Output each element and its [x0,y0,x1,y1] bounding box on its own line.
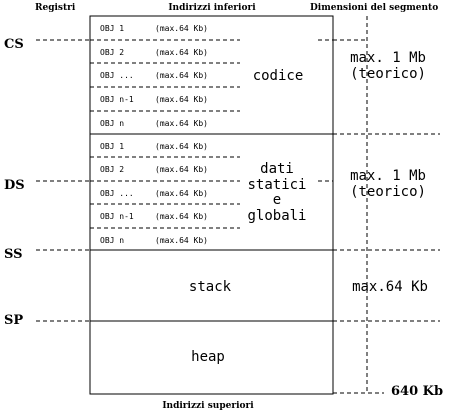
register-ss: SS [4,247,23,262]
code-object-size: (max.64 Kb) [155,119,208,128]
data-label-line2: statici [247,177,306,193]
register-cs: CS [4,37,24,52]
data-segment-size: max. 1 Mb (teorico) [350,168,426,200]
header-segment-size: Dimensioni del segmento [310,3,438,13]
code-object-name: OBJ 2 [100,48,124,57]
header-lower-addresses: Indirizzi inferiori [168,3,256,13]
code-object-size: (max.64 Kb) [155,71,208,80]
code-objects: OBJ 1 (max.64 Kb) OBJ 2 (max.64 Kb) OBJ … [100,24,208,128]
data-label-line1: dati [260,161,294,177]
data-segment-label: dati statici e globali [247,161,306,224]
data-object-size: (max.64 Kb) [155,165,208,174]
data-object-name: OBJ n-1 [100,212,134,221]
memory-box [89,15,334,395]
code-size-line1: max. 1 Mb [350,50,426,66]
data-size-line2: (teorico) [350,184,426,200]
segment-size-guides [318,16,440,393]
data-object-name: OBJ 1 [100,142,124,151]
data-size-line1: max. 1 Mb [350,168,426,184]
data-objects: OBJ 1 (max.64 Kb) OBJ 2 (max.64 Kb) OBJ … [100,142,208,245]
code-object-size: (max.64 Kb) [155,24,208,33]
header-registers: Registri [35,3,76,13]
code-object-name: OBJ ... [100,71,134,80]
register-ds: DS [4,178,25,193]
stack-segment-label: stack [189,279,232,295]
data-object-name: OBJ n [100,236,124,245]
data-object-name: OBJ 2 [100,165,124,174]
data-object-size: (max.64 Kb) [155,189,208,198]
data-object-name: OBJ ... [100,189,134,198]
code-object-separators [90,39,240,112]
code-object-size: (max.64 Kb) [155,48,208,57]
code-segment-size: max. 1 Mb (teorico) [350,50,426,82]
data-object-separators [90,156,240,229]
code-object-name: OBJ n-1 [100,95,134,104]
heap-segment-label: heap [191,349,225,365]
data-object-size: (max.64 Kb) [155,212,208,221]
stack-segment-size: max.64 Kb [352,279,428,295]
code-object-size: (max.64 Kb) [155,95,208,104]
data-object-size: (max.64 Kb) [155,236,208,245]
total-memory-label: 640 Kb [391,384,443,399]
data-label-line3: e [273,192,281,208]
code-object-name: OBJ 1 [100,24,124,33]
data-object-size: (max.64 Kb) [155,142,208,151]
code-segment-label: codice [253,68,304,84]
register-sp: SP [4,313,23,328]
footer-upper-addresses: Indirizzi superiori [162,401,254,411]
data-label-line4: globali [247,208,306,224]
code-size-line2: (teorico) [350,66,426,82]
code-object-name: OBJ n [100,119,124,128]
